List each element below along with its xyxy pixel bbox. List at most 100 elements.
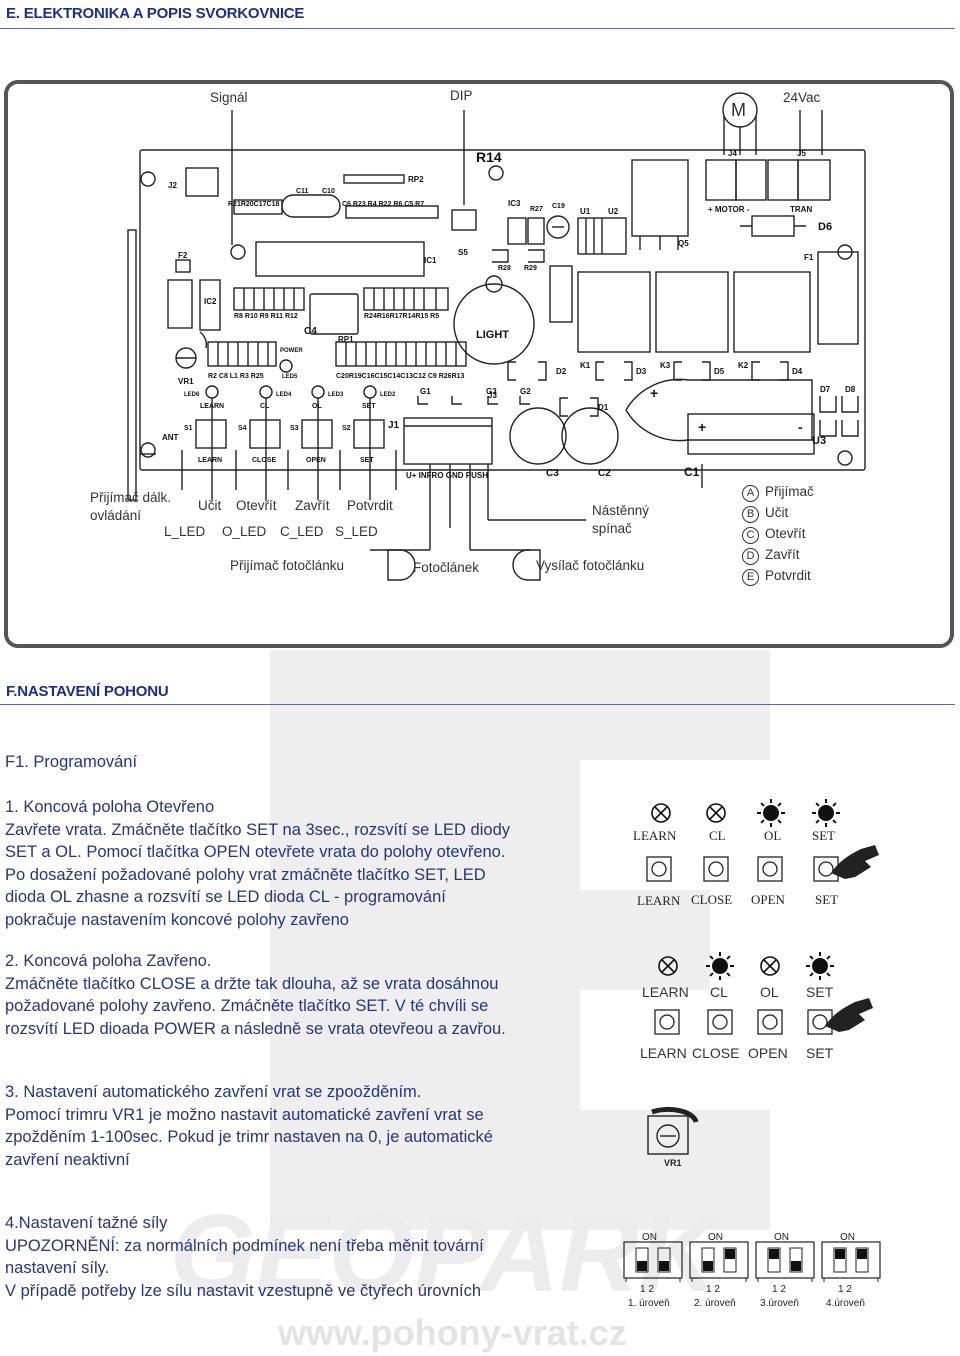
label-zavrit: Zavřít [295,498,330,513]
panel1-led-label-cl: CL [709,828,726,843]
svg-text:CLOSE: CLOSE [252,457,276,464]
dip-level-label: 4.úroveň [826,1298,865,1309]
section-f-rule [0,704,955,705]
svg-text:C3: C3 [546,468,559,479]
legend-text: Přijímač [765,484,814,499]
svg-text:R21R20C17C18: R21R20C17C18 [228,201,279,208]
svg-text:J5: J5 [797,149,806,158]
text-line: požadované polohy zavřeno. Zmáčněte tlač… [5,997,489,1015]
svg-text:OPEN: OPEN [306,457,326,464]
svg-text:S2: S2 [342,425,351,432]
text-line: pokračuje nastavením koncové polohy zavř… [5,910,349,929]
dip-on-label: ON [774,1232,789,1243]
label-potvrdit: Potvrdit [347,498,393,513]
dip-level: ON1 24.úroveň [821,1232,881,1309]
trimmer-label: VR1 [664,1158,682,1168]
led-off-icon [651,803,671,823]
svg-text:R24R16R17R14R15 R5: R24R16R17R14R15 R5 [364,313,439,320]
section-f-title: F.NASTAVENÍ POHONU [6,683,169,700]
label-vysilac-fotoclanku: Vysílač fotočlánku [536,558,645,573]
led-off-icon [658,956,678,976]
svg-text:+: + [698,419,706,435]
label-o-led: O_LED [222,524,267,539]
svg-text:S5: S5 [458,248,468,257]
svg-text:LED5: LED5 [282,374,298,380]
panel1-btn-label-close: CLOSE [691,892,732,907]
pcb-diagram: R14 J2 J4 J5 D6 F1 F2 IC1 IC2 IC3 U1 U2 … [127,92,866,581]
svg-text:D1: D1 [598,403,609,412]
svg-text:-: - [798,419,803,435]
trimmer-vr1-diagram: VR1 [647,1106,699,1168]
text-line: Zavřete vrata. Zmáčněte tlačítko SET na … [5,820,510,839]
paragraph-2: 2. Koncová poloha Zavřeno. Zmáčněte tlač… [5,950,506,1040]
text-line: dioda OL zhasne a rozsvítí se LED dioda … [5,888,446,906]
svg-text:J2: J2 [168,181,177,190]
panel1-btn-label-learn: LEARN [637,893,681,908]
panel1-btn-label-set: SET [815,892,838,907]
label-c-led: C_LED [280,524,324,539]
svg-text:S4: S4 [238,425,247,432]
legend-text: Učit [765,505,789,520]
svg-text:F2: F2 [178,251,188,260]
label-s-led: S_LED [335,524,378,539]
f1-title: F1. Programování [5,753,138,771]
svg-text:D2: D2 [556,367,567,376]
text-line: rozsvítí LED dioada POWER a následně se … [5,1019,506,1038]
legend-text: Zavřít [765,547,800,562]
svg-text:K1: K1 [580,361,591,370]
svg-text:K3: K3 [660,361,671,370]
legend-letter-circle: D [742,548,759,565]
svg-text:TRAN: TRAN [790,205,812,214]
dip-pin-numbers: 1 2 [706,1284,720,1295]
section-e-title: E. ELEKTRONIKA A POPIS SVORKOVNICE [6,5,305,22]
text-line: zpožděním 1-100sec. Pokud je trimr nasta… [5,1128,493,1146]
svg-text:D7: D7 [820,385,831,394]
svg-text:U1: U1 [580,207,591,216]
dip-pin-numbers: 1 2 [772,1284,786,1295]
svg-text:C6 R23 R4 R22 R6 C5 R7: C6 R23 R4 R22 R6 C5 R7 [342,201,424,208]
dip-level: ON1 22. úroveň [689,1232,749,1309]
panel1-led-label-learn: LEARN [633,828,677,843]
label-prijimac-fotoclanku: Přijímač fotočlánku [230,558,345,573]
legend-item: A Přijímač [742,484,922,505]
svg-text:VR1: VR1 [178,377,194,386]
svg-text:CL: CL [260,403,270,410]
label-otevrit: Otevřít [236,498,277,513]
svg-text:D8: D8 [845,385,856,394]
svg-text:K2: K2 [738,361,749,370]
panel1-btn-label-open: OPEN [751,892,786,907]
text-line: 1. Koncová poloha Otevřeno [5,798,215,816]
text-line: 2. Koncová poloha Zavřeno. [5,952,212,970]
svg-text:ANT: ANT [162,433,179,442]
svg-text:POWER: POWER [280,348,303,354]
paragraph-1: 1. Koncová poloha Otevřeno Zavřete vrata… [5,796,510,931]
led-on-icon [806,952,834,980]
dip-level-label: 1. úroveň [628,1298,670,1309]
svg-text:G1: G1 [420,387,431,396]
legend-letter-circle: A [742,485,759,502]
led-on-icon [757,799,785,827]
text-line: SET a OL. Pomocí tlačítka OPEN otevřete … [5,843,506,861]
label-ovladani: ovládání [90,508,142,523]
svg-text:C2: C2 [598,468,611,479]
svg-text:Q5: Q5 [678,239,689,248]
svg-text:F1: F1 [804,253,814,262]
watermark-brand: GEOPARK [170,1192,719,1315]
svg-text:U2: U2 [608,207,619,216]
svg-text:LEARN: LEARN [200,403,224,410]
svg-text:IC2: IC2 [204,297,217,306]
board-frame [4,80,954,648]
svg-text:J3: J3 [488,391,497,400]
svg-text:LED2: LED2 [380,392,396,398]
label-prijimac-dalk: Přijímač dálk. [90,490,172,505]
led-off-icon [760,956,780,976]
svg-text:S3: S3 [290,425,299,432]
svg-text:D4: D4 [792,367,803,376]
label-fotoclanek: Fotočlánek [413,560,480,575]
svg-text:IC3: IC3 [508,199,521,208]
svg-text:R27: R27 [530,206,543,213]
